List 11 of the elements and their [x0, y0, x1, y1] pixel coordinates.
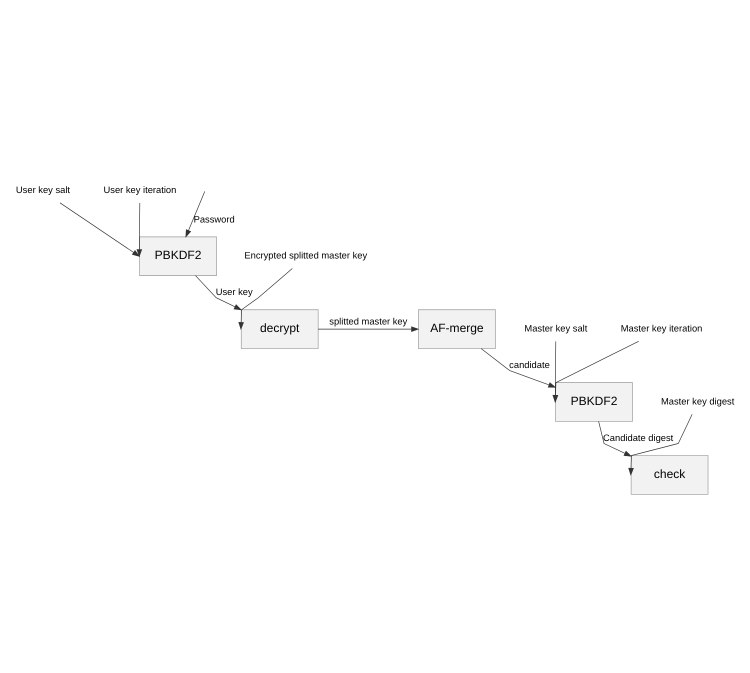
- node-text: Master key iteration: [620, 324, 702, 334]
- node-text: Encrypted splitted master key: [244, 250, 368, 261]
- node-text: Master key digest: [660, 396, 734, 407]
- edge-label: Candidate digest: [603, 432, 674, 443]
- node-text: User key iteration: [104, 185, 176, 196]
- node-text: User key salt: [16, 185, 70, 196]
- node-text: Master key salt: [524, 324, 588, 334]
- edge-label: User key: [216, 287, 253, 298]
- edge-label: candidate: [509, 360, 550, 370]
- edge-label: Password: [194, 214, 235, 224]
- edge-label: splitted master key: [329, 316, 408, 327]
